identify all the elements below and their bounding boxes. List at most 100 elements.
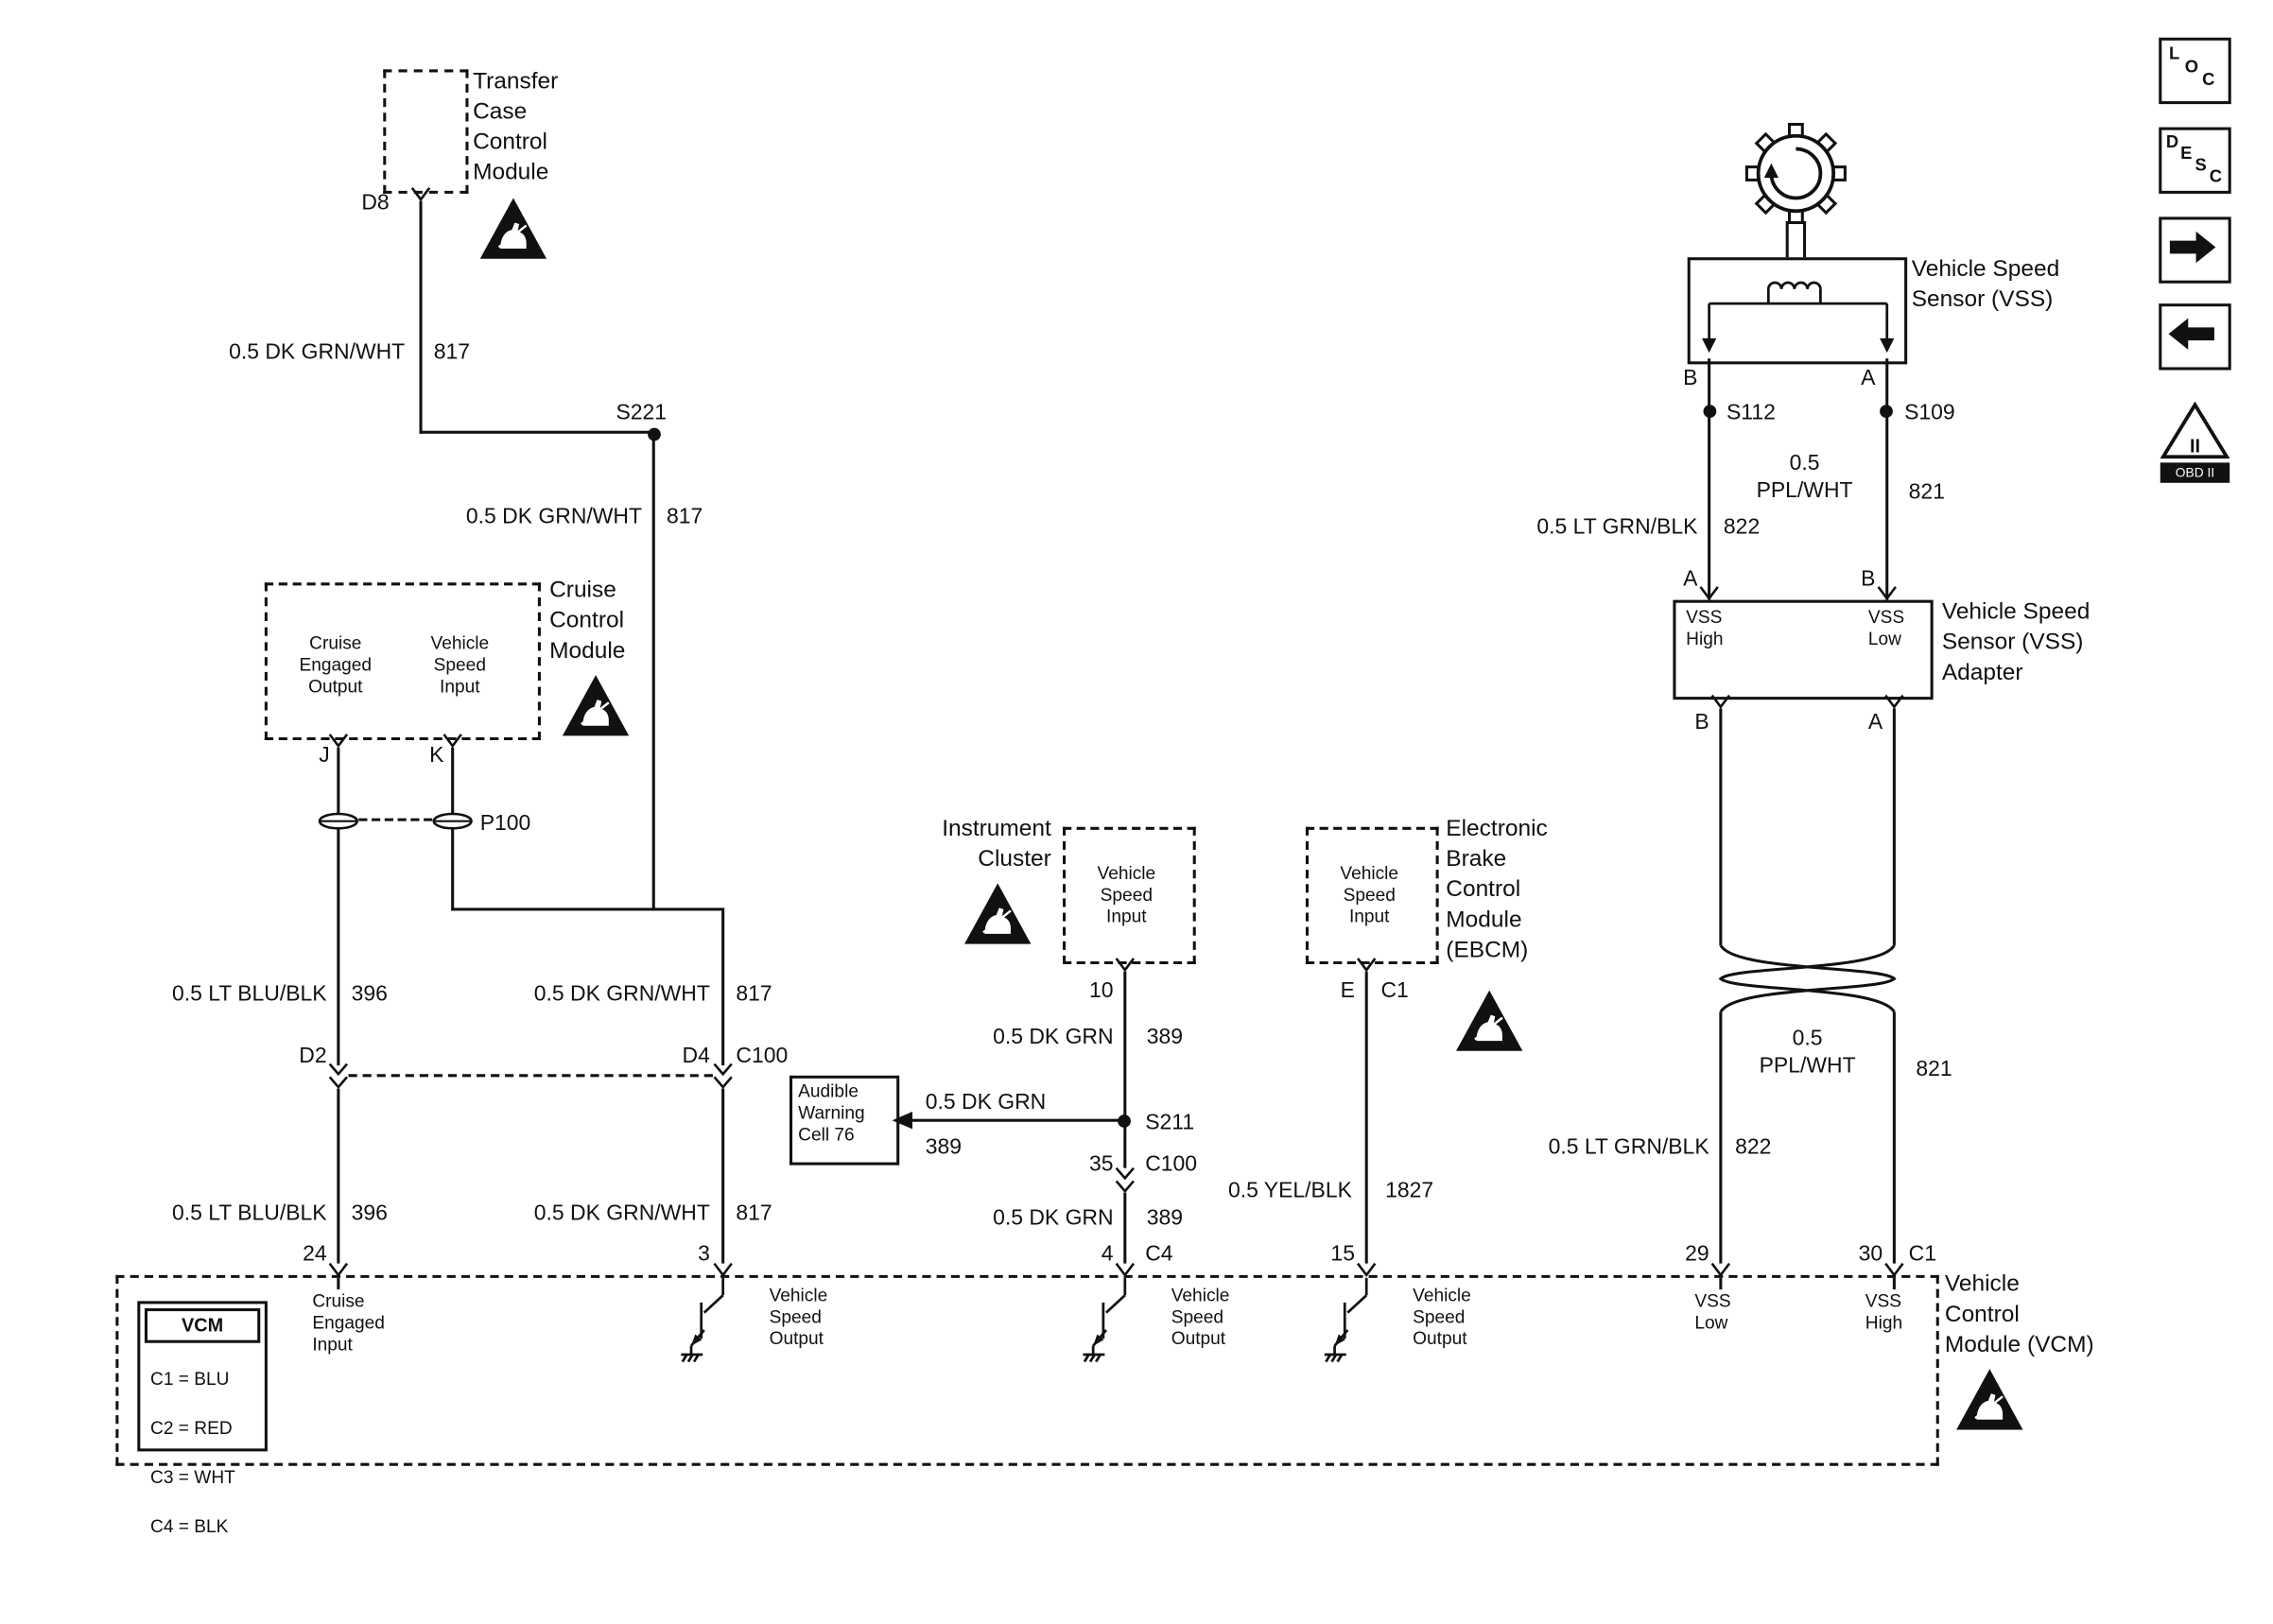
inline-connector-icon [1115,1166,1135,1194]
esd-warning-icon [1956,1369,2023,1430]
loc-letter: L [2168,43,2180,64]
vcm-label: Vehicle Control Module (VCM) [1944,1271,2094,1358]
pin-15: 15 [1330,1241,1355,1267]
vcm-legend-row: C1 = BLU [150,1369,230,1390]
wire-circuit-821: 821 [1908,479,1945,505]
wire-817-d8 [419,200,423,434]
wire-circuit-1827: 1827 [1385,1178,1434,1203]
p100-terminal-icon [432,812,473,830]
connector-chevron-icon [1877,586,1897,601]
wire-label-1827: 0.5 YEL/BLK [1227,1178,1352,1203]
pin-10: 10 [1089,978,1114,1004]
left-arrow-icon [2168,318,2214,350]
arrowhead-icon [892,1112,912,1130]
wire-822-lower [1719,1011,1723,1264]
vss-adapter-box [1673,599,1934,700]
connector-c1-label: C1 [1380,978,1409,1004]
pin-j: J [319,743,330,769]
gear-icon [1744,122,1847,225]
desc-button[interactable]: D E S C [2159,127,2231,194]
transistor-icon [1083,1277,1127,1363]
connector-d4-label: D4 [682,1044,710,1069]
splice-s221-label: S221 [616,400,668,425]
pin-24: 24 [303,1241,327,1267]
splice-s109-dot [1880,405,1893,418]
vcm-vehicle-speed-output-label: Vehicle Speed Output [769,1285,828,1349]
connector-chevron-icon [1356,958,1377,973]
wire-label-389: 0.5 DK GRN [993,1025,1114,1050]
desc-letter: C [2209,165,2223,187]
vss-coil-icon [1701,281,1895,354]
wire-1827 [1364,971,1368,1264]
loc-letter: O [2184,56,2199,78]
obd2-numeral: II [2190,437,2200,458]
prev-arrow-button[interactable] [2159,303,2231,371]
wire-817-lower [721,910,725,1066]
wire-stub [337,1277,340,1290]
wire-817-branch [419,430,655,434]
pin-29: 29 [1685,1241,1709,1267]
connector-c4-label: C4 [1145,1241,1173,1267]
obd2-triangle-icon[interactable]: II [2160,402,2230,459]
vcm-legend-title: VCM [144,1308,261,1343]
wire-circuit-817: 817 [433,339,471,365]
desc-letter: S [2195,154,2207,176]
right-arrow-icon [2169,231,2216,264]
wire-821-lower [1892,1011,1896,1264]
connector-chevron-icon [1115,1262,1136,1278]
wire-label-817: 0.5 DK GRN/WHT [533,1201,710,1226]
transistor-icon [1324,1277,1368,1363]
wire-396-upper [337,747,340,1066]
ebcm-vehicle-speed-input-label: Vehicle Speed Input [1340,862,1399,927]
wire-389-mid [1123,1120,1127,1168]
desc-letter: D [2165,131,2179,152]
wire-label-389: 0.5 DK GRN [993,1205,1114,1231]
esd-warning-icon [964,883,1032,944]
wire-label-817: 0.5 DK GRN/WHT [533,981,710,1007]
vcm-vehicle-speed-output-label: Vehicle Speed Output [1413,1285,1471,1349]
inline-connector-icon [713,1063,733,1090]
instrument-cluster-label: Instrument Cluster [942,817,1051,872]
wire-label-822: 0.5 LT GRN/BLK [1536,514,1698,540]
wire-821-upper [1885,358,1889,600]
connector-c1-label: C1 [1908,1241,1937,1267]
wire-label-822: 0.5 LT GRN/BLK [1548,1134,1709,1160]
connector-c100-label: C100 [736,1044,789,1069]
wire-label-396: 0.5 LT BLU/BLK [171,981,327,1007]
vcm-vss-low-label: VSS Low [1694,1290,1731,1334]
wire-822-mid [1719,708,1723,946]
connector-chevron-icon [410,187,431,202]
pin-e: E [1340,978,1355,1004]
transistor-icon [681,1277,725,1363]
pin-4: 4 [1101,1241,1114,1267]
connector-chevron-icon [713,1262,733,1278]
vss-box [1687,257,1908,365]
wire-821-mid [1892,708,1896,946]
wire-stub [1719,1277,1723,1290]
pin-k: K [429,743,444,769]
cruise-module-label: Cruise Control Module [549,578,626,664]
esd-warning-icon [479,198,547,259]
next-arrow-button[interactable] [2159,216,2231,284]
terminal-d8: D8 [361,190,390,216]
esd-warning-icon [1456,990,1523,1051]
connector-chevron-icon [1884,694,1904,709]
splice-s109-label: S109 [1904,400,1955,425]
connector-chevron-icon [1699,586,1719,601]
wire-circuit-817: 817 [736,1201,772,1226]
wire-label-817: 0.5 DK GRN/WHT [465,504,643,529]
obd2-label[interactable]: OBD II [2160,462,2230,483]
c100-connector-line [348,1074,713,1078]
connector-c100-label: C100 [1145,1151,1198,1177]
sensor-stem [1803,220,1807,261]
wire-817-main [651,433,655,911]
wire-circuit-822: 822 [1735,1134,1772,1160]
vcm-cruise-engaged-input-label: Cruise Engaged Input [312,1290,385,1355]
wire-circuit-389: 389 [1146,1205,1184,1231]
wire-circuit-389: 389 [925,1134,963,1160]
wire-label-821: 0.5 PPL/WHT [1759,1026,1856,1079]
loc-button[interactable]: L O C [2159,37,2231,105]
wire-circuit-821: 821 [1916,1056,1952,1081]
audible-warning-label: Audible Warning Cell 76 [798,1080,865,1146]
